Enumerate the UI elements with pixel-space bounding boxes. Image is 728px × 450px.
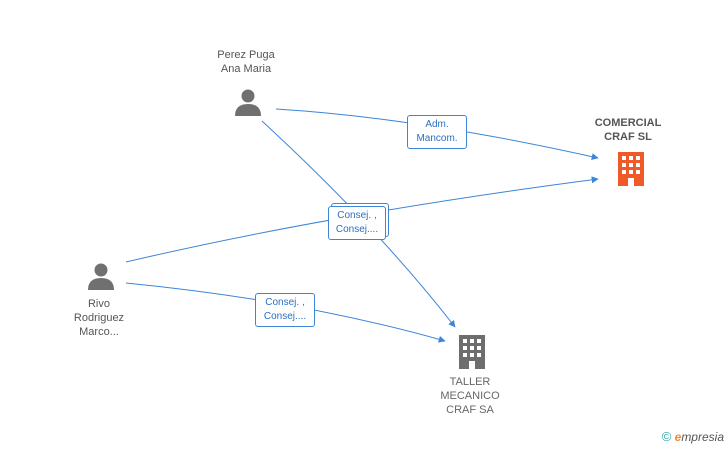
person-icon[interactable] xyxy=(86,261,116,291)
relation-label-consej-center[interactable]: Consej. , Consej.... xyxy=(328,206,386,240)
company-name-taller[interactable]: TALLER MECANICO CRAF SA xyxy=(440,376,500,416)
person-name-perez[interactable]: Perez Puga Ana Maria xyxy=(217,49,275,75)
empresia-watermark: © empresia xyxy=(662,429,724,444)
building-icon[interactable] xyxy=(455,334,489,370)
company-name-comercial[interactable]: COMERCIAL CRAF SL xyxy=(594,117,662,143)
empresia-brand: mpresia xyxy=(681,430,724,444)
copyright-icon: © xyxy=(661,429,672,444)
relation-label-adm[interactable]: Adm. Mancom. xyxy=(407,115,467,149)
relation-label-consej-lower[interactable]: Consej. , Consej.... xyxy=(255,293,315,327)
empresia-logo-e: e xyxy=(674,430,682,444)
person-name-rivo[interactable]: Rivo Rodriguez Marco... xyxy=(73,298,125,338)
building-icon[interactable] xyxy=(614,151,648,187)
person-icon[interactable] xyxy=(233,87,263,117)
